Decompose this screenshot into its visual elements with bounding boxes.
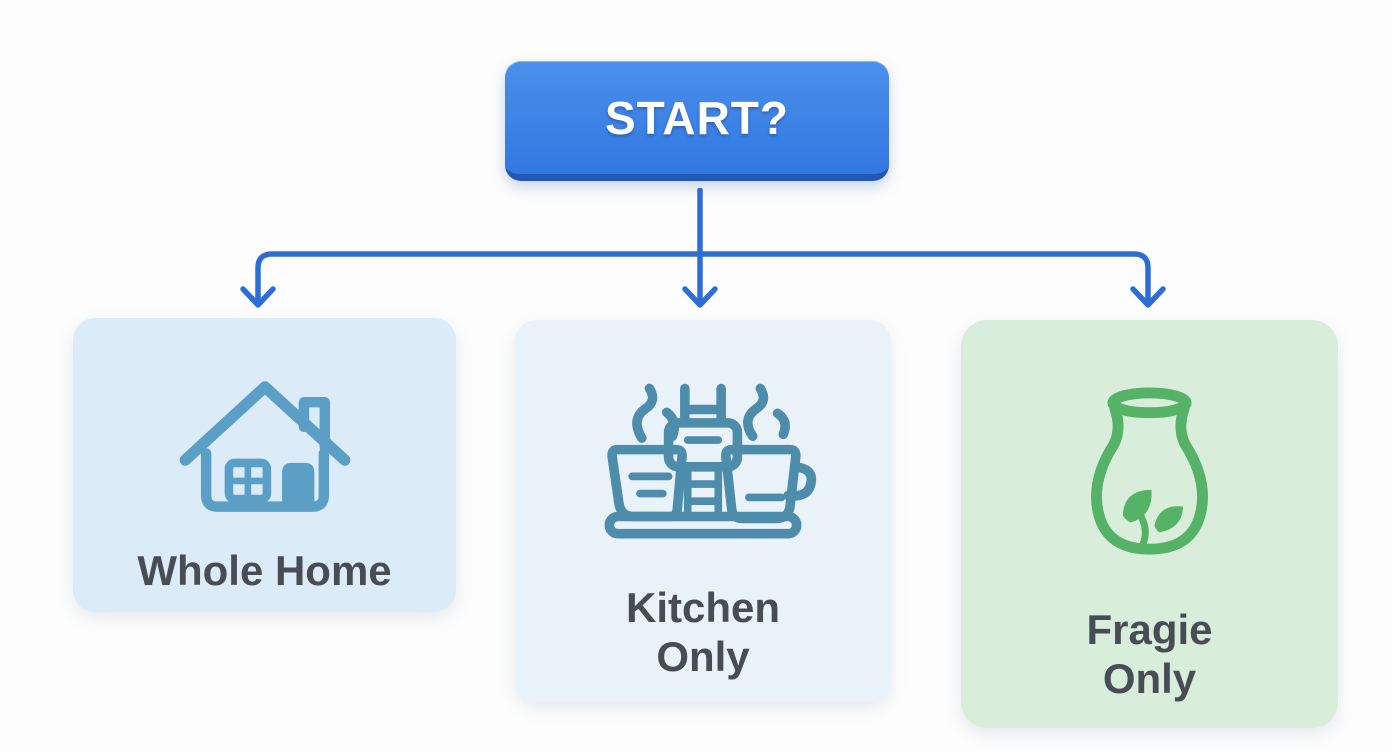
arrow-branches [255,251,1151,307]
start-button[interactable]: START? [505,61,889,181]
option-card-fragile-only[interactable]: Fragie Only [961,320,1338,728]
option-label: Kitchen Only [625,583,780,681]
option-label: Whole Home [137,547,392,595]
option-card-whole-home[interactable]: Whole Home [73,318,456,612]
option-card-kitchen-only[interactable]: Kitchen Only [515,320,891,702]
house-icon [170,340,360,546]
flow-arrows [240,188,1166,308]
arrow-head-right [1130,286,1166,308]
arrow-head-middle [682,286,718,308]
option-label: Fragie Only [1086,605,1213,703]
start-button-label: START? [604,91,789,144]
vase-icon [1082,348,1217,605]
arrow-head-left [240,286,276,308]
dishes-icon [588,344,818,583]
